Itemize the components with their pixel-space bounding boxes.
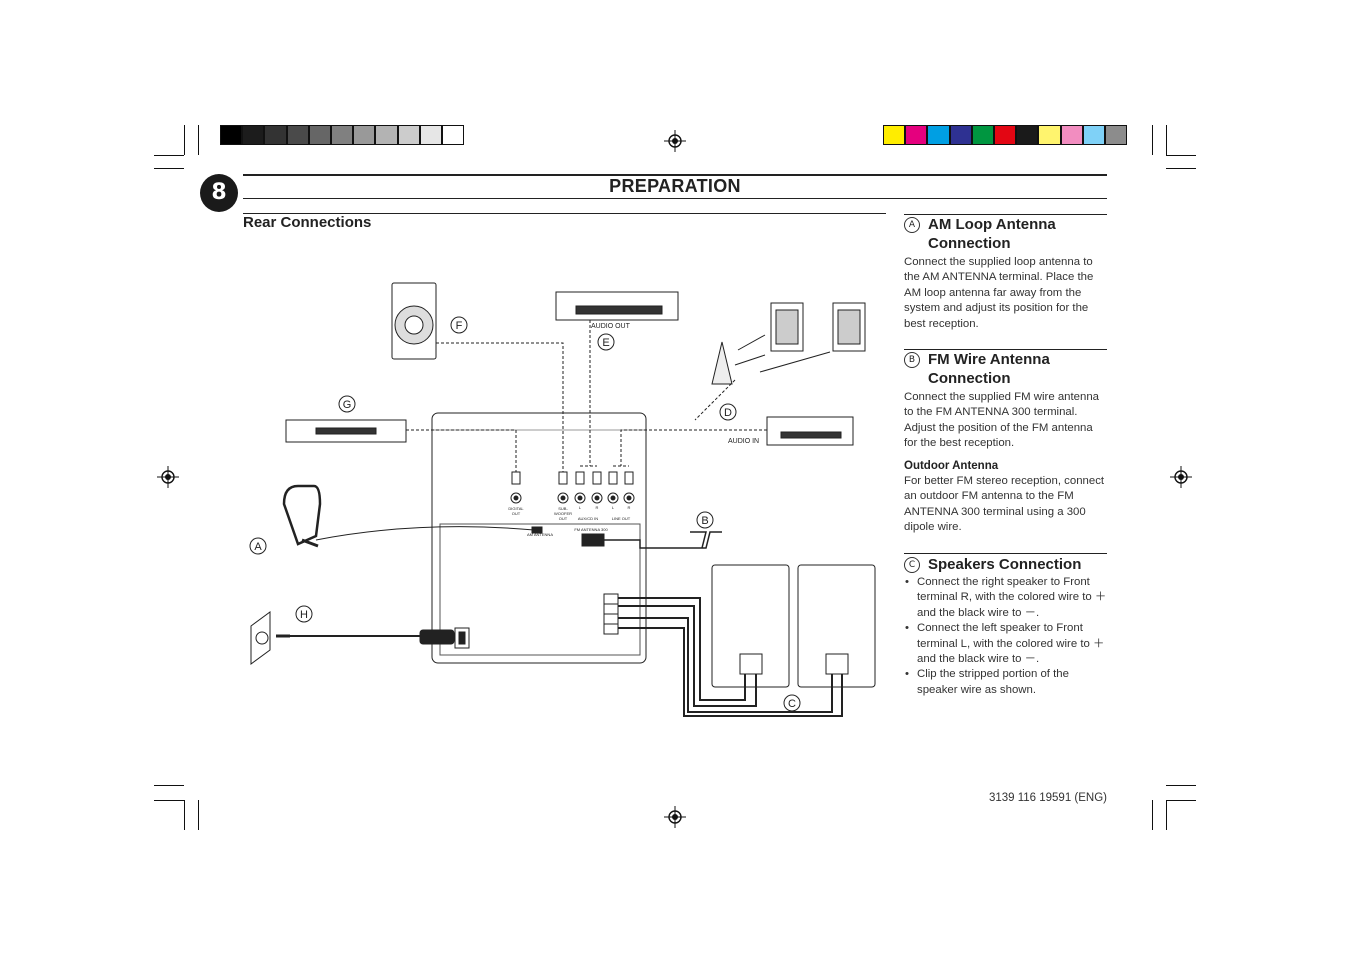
subwoofer-out-label: SUB- [558, 506, 568, 511]
color-swatch [905, 125, 928, 145]
section-letter-a: A [904, 217, 920, 233]
page-number-badge: 8 [200, 174, 238, 212]
color-swatch [308, 125, 331, 145]
aux-in-label: AUX/CD IN [578, 516, 598, 521]
color-swatch [883, 125, 906, 145]
callout-e: E [602, 337, 609, 349]
rear-jacks [510, 492, 635, 504]
fm-heading-text: FM Wire Antenna Connection [928, 351, 1050, 387]
color-swatch [1082, 125, 1105, 145]
callout-f: F [456, 320, 463, 332]
callout-b: B [701, 515, 708, 527]
outdoor-body: For better FM stereo reception, connect … [904, 475, 1105, 534]
color-swatch [397, 125, 420, 145]
audio-out-label: AUDIO OUT [591, 323, 631, 330]
fm-section-heading: B FM Wire Antenna Connection [904, 350, 1104, 388]
am-body: Connect the supplied loop antenna to the… [904, 256, 1094, 330]
outdoor-antenna-heading: Outdoor Antenna [904, 460, 999, 472]
document-code: 3139 116 19591 (ENG) [988, 792, 1107, 804]
callout-markers: A B C D E F G H [249, 316, 801, 712]
subwoofer-out-label: OUT [559, 516, 568, 521]
callout-a: A [254, 541, 262, 553]
registration-mark-icon [664, 806, 686, 828]
jack-label: L [612, 505, 615, 510]
subwoofer-out-label: WOOFER [554, 511, 572, 516]
jack-label: L [579, 505, 582, 510]
jack-label: R [596, 505, 599, 510]
color-swatch [1060, 125, 1083, 145]
list-item: Connect the left speaker to Front termin… [904, 621, 1108, 667]
section-rule [904, 214, 1107, 215]
callout-d: D [724, 407, 732, 419]
audio-in-label: AUDIO IN [728, 438, 759, 445]
color-swatch [1038, 125, 1061, 145]
title-rule-top [243, 174, 1107, 176]
callout-h: H [300, 609, 308, 621]
line-out-label: LINE OUT [612, 516, 631, 521]
section-rule [904, 349, 1107, 350]
section-letter-b: B [904, 352, 920, 368]
speakers-heading-text: Speakers Connection [928, 556, 1082, 573]
digital-out-label: OUT [512, 511, 521, 516]
am-section-heading: A AM Loop Antenna Connection [904, 215, 1104, 253]
color-swatch [220, 125, 243, 145]
color-swatch [375, 125, 398, 145]
color-swatch [971, 125, 994, 145]
callout-c: C [788, 698, 796, 710]
color-swatch [331, 125, 354, 145]
section-letter-c: C [904, 557, 920, 573]
color-swatch [442, 125, 465, 145]
color-swatch [242, 125, 265, 145]
page-title: PREPARATION [609, 176, 741, 196]
am-heading-text: AM Loop Antenna Connection [928, 216, 1056, 252]
list-item: Clip the stripped portion of the speaker… [904, 667, 1108, 698]
fm-body: Connect the supplied FM wire antenna to … [904, 391, 1100, 450]
color-swatch [1105, 125, 1128, 145]
diagram-rule [243, 213, 886, 214]
list-item: Connect the right speaker to Front termi… [904, 575, 1108, 621]
callout-g: G [343, 399, 352, 411]
title-rule-bottom [243, 198, 1107, 199]
color-swatch [286, 125, 309, 145]
speakers-bullets: Connect the right speaker to Front termi… [904, 575, 1108, 698]
color-swatch [353, 125, 376, 145]
registration-mark-icon [1170, 466, 1192, 488]
color-swatch [264, 125, 287, 145]
color-swatch [927, 125, 950, 145]
speakers-section-heading: C Speakers Connection [904, 555, 1104, 574]
color-swatch [949, 125, 972, 145]
jack-label: R [628, 505, 631, 510]
diagram-heading: Rear Connections [243, 214, 372, 231]
registration-mark-icon [157, 466, 179, 488]
section-rule [904, 553, 1107, 554]
registration-mark-icon [664, 130, 686, 152]
fm-antenna-label: FM ANTENNA 300 [574, 527, 608, 532]
color-swatch [994, 125, 1017, 145]
color-swatch [1016, 125, 1039, 145]
am-antenna-label: AM ANTENNA [527, 532, 553, 537]
digital-out-label: DIGITAL [508, 506, 524, 511]
color-swatch [419, 125, 442, 145]
rear-connections-diagram: A B C D E F G H AUDIO OUT AUDIO IN DIGIT… [249, 282, 876, 717]
